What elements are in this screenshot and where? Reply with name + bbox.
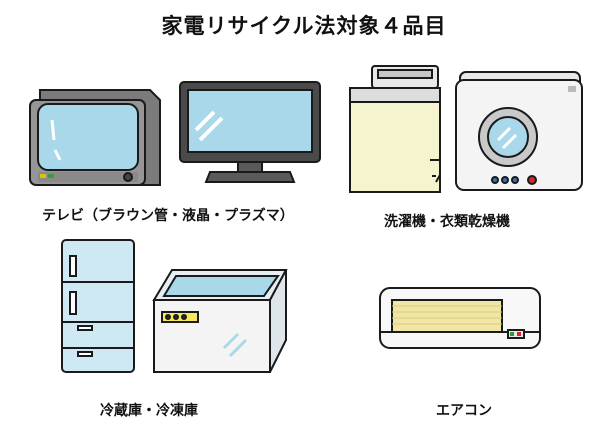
air-conditioner-icon [379,287,541,349]
washing-machine-icon [349,65,441,193]
chest-freezer-icon [152,269,288,373]
crt-tv-icon [29,89,161,186]
label-fridge: 冷蔵庫・冷凍庫 [100,403,198,419]
label-washer: 洗濯機・衣類乾燥機 [384,214,510,230]
refrigerator-icon [61,239,135,373]
page-title: 家電リサイクル法対象４品目 [161,14,447,38]
label-tv: テレビ（ブラウン管・液晶・プラズマ） [42,208,294,224]
clothes-dryer-icon [455,71,583,191]
flat-tv-icon [179,81,321,183]
label-aircon: エアコン [436,403,492,419]
